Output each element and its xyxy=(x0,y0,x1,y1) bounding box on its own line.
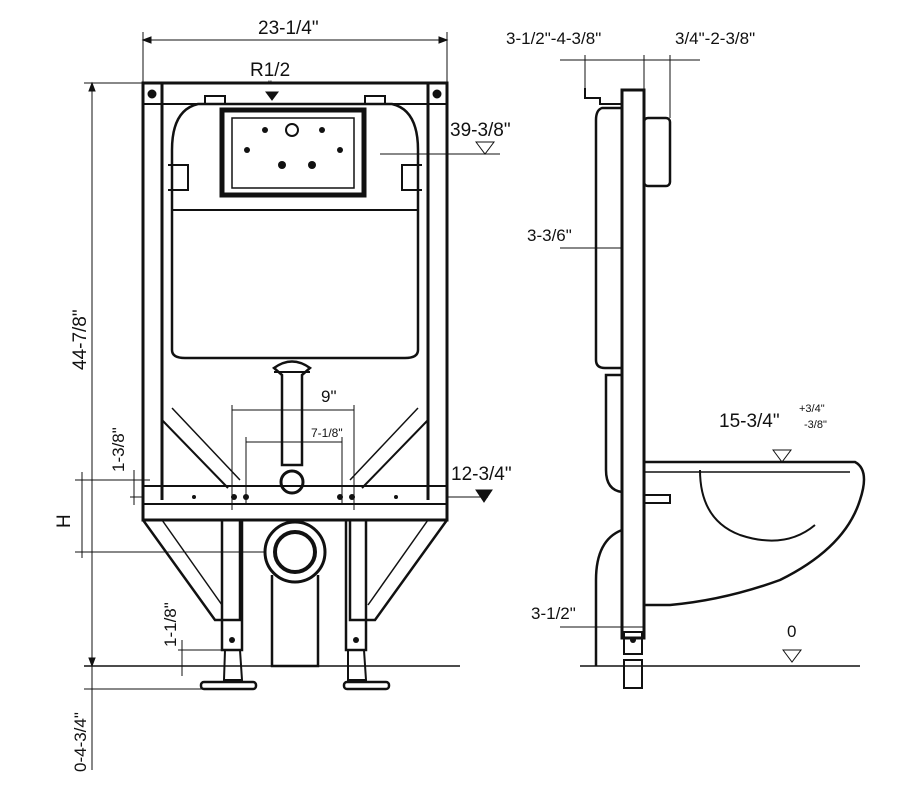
right-brace xyxy=(361,419,429,489)
flush-outlet xyxy=(279,469,305,495)
bowl-tolerance-minus-label: -3/8" xyxy=(804,419,827,431)
top-bracket-left xyxy=(204,95,226,104)
side-view xyxy=(584,88,866,689)
side-frame xyxy=(620,88,646,640)
inspection-opening xyxy=(219,107,367,198)
frame-depth-label: 3-1/2"-4-3/8" xyxy=(506,29,601,48)
stud-spacing-inner-label: 7-1/8" xyxy=(311,426,343,440)
overall-height-label: 44-7/8" xyxy=(70,309,91,370)
stud-offset-label: 1-3/8" xyxy=(109,427,128,472)
valve-icon xyxy=(285,123,299,137)
side-foot xyxy=(623,631,643,655)
front-dimensions xyxy=(75,32,500,770)
bowl-height-label: 15-3/4" xyxy=(719,411,780,432)
plate-depth-label: 3/4"-2-3/8" xyxy=(675,29,755,48)
side-base xyxy=(594,528,623,666)
right-lower-leg xyxy=(348,519,449,622)
top-left-hole xyxy=(147,89,157,99)
right-foot xyxy=(347,649,368,681)
cistern xyxy=(170,102,420,360)
side-tank xyxy=(594,106,622,370)
left-lower-leg xyxy=(141,519,242,622)
overall-width-label: 23-1/4" xyxy=(258,18,319,39)
outlet-height-label: H xyxy=(54,514,75,528)
floor-level-label: 0 xyxy=(787,622,796,641)
frame-outline xyxy=(141,81,449,522)
supply-thread-label: R1/2 xyxy=(250,60,290,81)
top-right-hole xyxy=(432,89,442,99)
base-depth-label: 3-1/2" xyxy=(531,604,576,623)
side-dimensions xyxy=(560,55,860,667)
bowl-inner xyxy=(699,469,816,542)
tank-depth-label: 3-3/6" xyxy=(527,226,572,245)
right-tab xyxy=(401,164,422,191)
front-view xyxy=(141,81,449,691)
left-brace xyxy=(161,419,229,489)
tank-top-height-label: 39-3/8" xyxy=(450,120,511,141)
crossbar xyxy=(142,485,448,505)
foot-adjust-label: 0-4-3/4" xyxy=(71,712,90,772)
side-top-bracket xyxy=(584,88,622,105)
flush-pipe xyxy=(271,360,313,467)
top-bracket-right xyxy=(364,95,386,104)
side-lower xyxy=(604,373,623,494)
stud-height-label: 12-3/4" xyxy=(451,464,512,485)
supply-thread-sub-label: " xyxy=(268,79,272,91)
waste-pipe xyxy=(270,575,320,668)
stud-spacing-outer-label: 9" xyxy=(321,387,337,406)
left-tab xyxy=(168,164,189,191)
inspection-opening-inner xyxy=(231,117,355,189)
left-foot xyxy=(222,649,244,681)
actuator-plate xyxy=(642,116,672,188)
bowl-tolerance-plus-label: +3/4" xyxy=(799,403,825,415)
wall-hung-bowl xyxy=(644,460,866,607)
mounting-stud xyxy=(643,494,671,504)
foot-offset-label: 1-1/8" xyxy=(161,602,180,647)
